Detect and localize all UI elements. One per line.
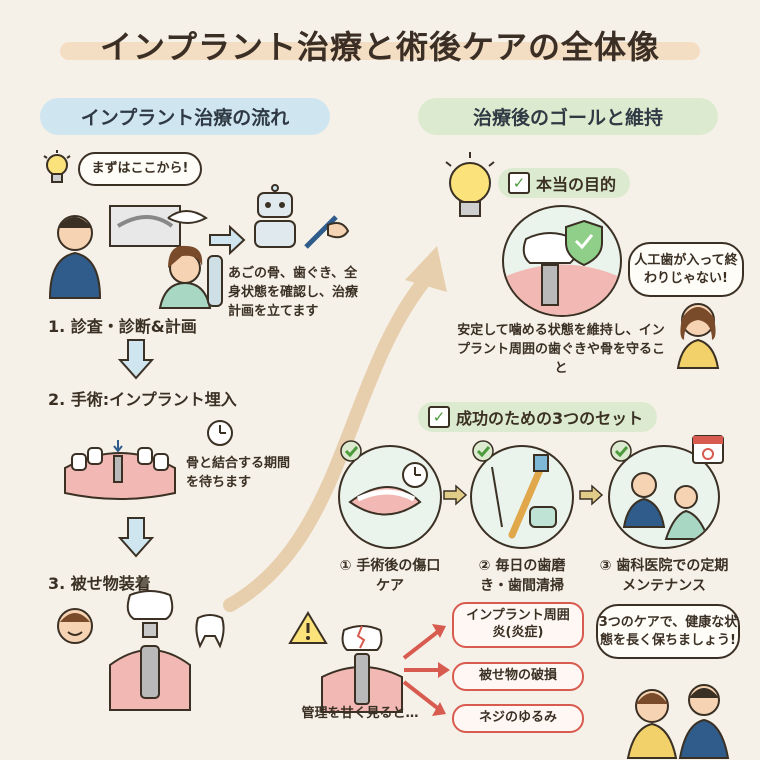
- care-circle-brushing: [470, 445, 574, 549]
- progress-arrow: [223, 246, 447, 612]
- speech-bubble-start: まずはここから!: [78, 152, 202, 186]
- damaged-implant-illustration: [321, 625, 403, 713]
- woman-pointing-icon: [676, 303, 720, 369]
- care-item-3: ③ 歯科医院での定期メンテナンス: [599, 558, 729, 595]
- title-highlight: [60, 42, 700, 60]
- arrow-right-icon: [443, 484, 468, 506]
- care-item-2: ② 毎日の歯磨き・歯間清掃: [478, 558, 566, 595]
- smiling-face-icon: [57, 608, 93, 644]
- lightbulb-icon: [445, 152, 495, 217]
- check-circle-icon: [340, 440, 362, 462]
- step1-label: 1. 診査・診断&計画: [48, 317, 197, 336]
- step3-label: 3. 被せ物装着: [48, 574, 151, 593]
- doctor-and-patient-icon: [626, 684, 730, 759]
- arrow-down-icon: [117, 517, 155, 558]
- tooth-sparkle-icon: [195, 614, 225, 649]
- warning-icon: [288, 611, 328, 644]
- care-circle-wound: [338, 445, 442, 549]
- jaw-implant-illustration: [64, 440, 176, 500]
- speech-bubble-closing: 3つのケアで、健康な状態を長く保ちましょう!: [596, 604, 740, 660]
- implant-crown-illustration: [109, 590, 191, 711]
- risk-caption: 管理を甘く見ると…: [301, 706, 419, 721]
- toothbrush-illustration: [491, 454, 557, 539]
- checkmark-icon: ✓: [508, 172, 530, 194]
- page-title: インプラント治療と術後ケアの全体像: [99, 28, 661, 66]
- step2-note: 骨と結合する期間を待ちます: [186, 456, 291, 490]
- clock-icon: [207, 420, 233, 446]
- right-header: 治療後のゴールと維持: [418, 98, 718, 135]
- check-circle-icon: [472, 440, 494, 462]
- mouth-care-illustration: [348, 462, 428, 516]
- risk-item-crown-damage: 被せ物の破損: [452, 662, 584, 691]
- risk-arrows: [402, 624, 450, 716]
- purpose-label: 本当の目的: [536, 175, 617, 194]
- arrow-right-icon: [209, 224, 246, 256]
- check-circle-icon: [610, 440, 632, 462]
- care-item-1: ① 手術後の傷口ケア: [339, 558, 441, 595]
- purpose-heading: ✓ 本当の目的: [498, 168, 631, 198]
- step1-note: あごの骨、歯ぐき、全身状態を確認し、治療計画を立てます: [228, 266, 359, 319]
- purpose-circle: [502, 205, 622, 317]
- dental-clinic-illustration: [622, 472, 710, 540]
- purpose-description: 安定して噛める状態を維持し、インプラント周囲の歯ぐきや骨を守ること: [456, 323, 665, 376]
- consultation-illustration: [48, 205, 223, 309]
- arrow-right-icon: [579, 484, 604, 506]
- implant-shield-illustration: [504, 219, 620, 315]
- left-header: インプラント治療の流れ: [40, 98, 330, 135]
- speech-bubble-not-done: 人工歯が入って終わりじゃない!: [628, 242, 744, 298]
- pen-hand-icon: [304, 215, 350, 249]
- set-label: 成功のための3つのセット: [456, 409, 644, 428]
- step2-label: 2. 手術:インプラント埋入: [48, 390, 237, 409]
- checkmark-icon: ✓: [428, 406, 450, 428]
- risk-item-screw-loosening: ネジのゆるみ: [452, 704, 584, 733]
- arrow-down-icon: [117, 339, 155, 380]
- set-heading: ✓ 成功のための3つのセット: [418, 402, 658, 432]
- lightbulb-icon: [43, 150, 71, 183]
- calendar-icon: [692, 435, 724, 464]
- risk-item-periimplantitis: インプラント周囲炎(炎症): [452, 602, 584, 648]
- robot-icon: [254, 184, 296, 248]
